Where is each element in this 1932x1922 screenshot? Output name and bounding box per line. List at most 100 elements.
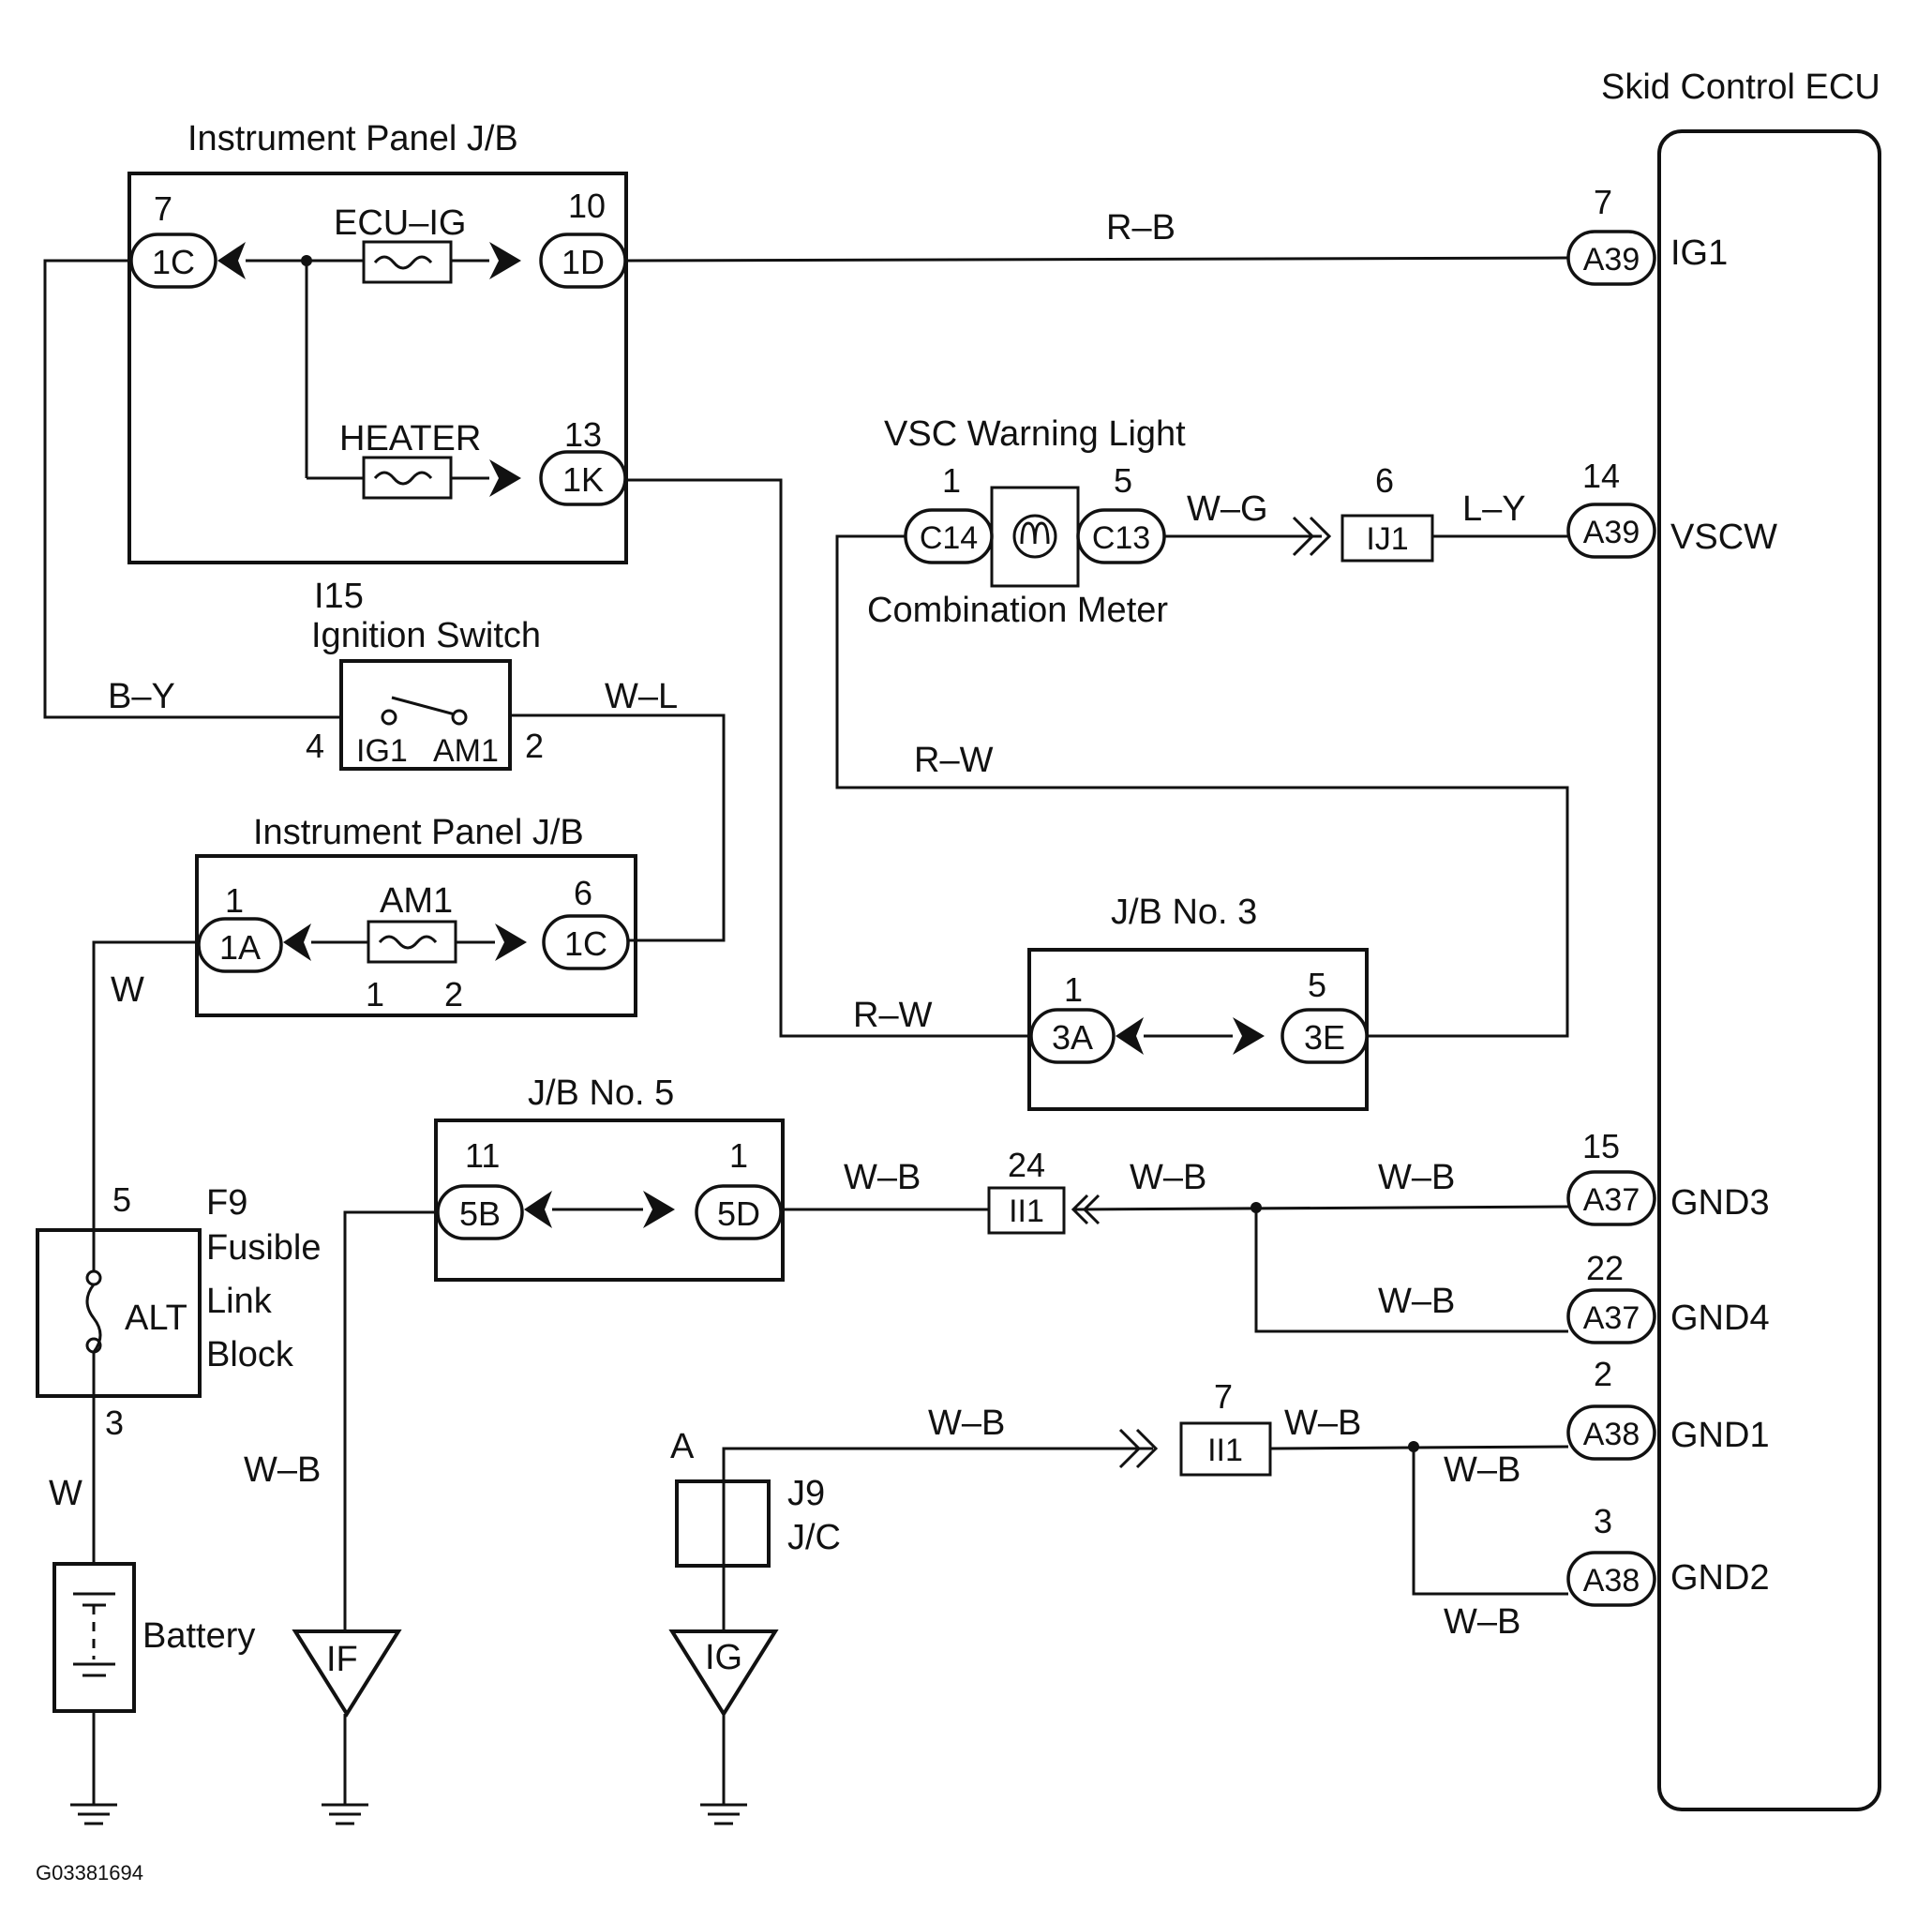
instrument-panel-jb-bottom: Instrument Panel J/B 1 1A AM1 1 2 6 1C [195, 813, 637, 1017]
ecu-terminal-gnd4: 22 A37 GND4 [1566, 1249, 1770, 1344]
junction-box-ii1 [987, 1186, 1066, 1235]
pin-number: 6 [574, 874, 592, 912]
connector-arrow [495, 923, 527, 961]
connector-code: 1A [219, 928, 261, 967]
junction-code: II1 [1207, 1433, 1243, 1468]
pin-number: 1 [1064, 970, 1083, 1009]
pin-number: 5 [1308, 966, 1326, 1004]
switch-label: Ignition Switch [311, 616, 541, 655]
pin-number: 7 [1214, 1377, 1233, 1416]
junction-ii1-lower: 7 II1 [1179, 1377, 1272, 1477]
ground-if: IF [292, 1629, 402, 1825]
pin-number: 6 [1375, 461, 1394, 500]
skid-control-ecu: Skid Control ECU [1601, 68, 1881, 1811]
terminal-name: GND3 [1670, 1183, 1770, 1223]
ecu-terminal-gnd3: 15 A37 GND3 [1566, 1127, 1770, 1226]
ground-triangle-if [292, 1629, 402, 1718]
connector-a37-gnd4 [1566, 1288, 1656, 1344]
fuse-label: ALT [125, 1299, 187, 1338]
ground-label: IF [326, 1640, 358, 1679]
switch-contact [451, 709, 468, 726]
connector-3e [1281, 1008, 1369, 1064]
wire-label-rb: R–B [1106, 208, 1176, 248]
jb-no5: J/B No. 5 11 5B 1 5D [434, 1074, 785, 1282]
connector-arrow [1116, 1017, 1144, 1055]
vsc-warning-light: VSC Warning Light 1 5 C14 C13 Combinatio… [867, 414, 1186, 630]
connector-code: A37 [1583, 1300, 1640, 1336]
fusible-link-label: Block [206, 1335, 294, 1374]
ip-jb-bottom-label: Instrument Panel J/B [253, 813, 584, 852]
figure-code: G03381694 [36, 1861, 143, 1884]
pin-number: 5 [1114, 461, 1132, 500]
connector-arrow [217, 242, 246, 279]
pin-number: 7 [1594, 183, 1612, 221]
pin-number: 15 [1582, 1127, 1620, 1165]
jc-id: J9 [787, 1474, 825, 1513]
wire-label-wb: W–B [1378, 1158, 1455, 1197]
pin-number: 1 [366, 975, 384, 1014]
switch-id: I15 [314, 577, 364, 616]
pin-number: 2 [1594, 1355, 1612, 1393]
connector-code: C13 [1092, 520, 1150, 556]
wire-label-by: B–Y [108, 677, 175, 716]
connector-code: C14 [920, 520, 978, 556]
fuse-label: AM1 [380, 881, 453, 921]
wire-label-rw: R–W [914, 741, 994, 780]
switch-terminal: IG1 [356, 733, 408, 769]
wire-label-w: W [49, 1474, 82, 1513]
jb-no3: J/B No. 3 1 3A 5 3E [1027, 893, 1369, 1111]
ecu-terminal-vscw: 14 A39 VSCW [1566, 457, 1777, 559]
pin-number: 1 [729, 1136, 748, 1175]
junction-box-ij1 [1340, 514, 1434, 563]
wire-label-w: W [111, 970, 144, 1010]
terminal-name: VSCW [1670, 518, 1777, 557]
pin-number: 4 [306, 727, 324, 765]
vsc-light-label: VSC Warning Light [884, 414, 1186, 454]
connector-code: 1K [562, 460, 604, 499]
connector-a38-gnd2 [1566, 1551, 1656, 1607]
terminal-name: GND1 [1670, 1416, 1770, 1455]
connector-code: 3E [1304, 1018, 1345, 1057]
connector-code: 1D [562, 243, 605, 281]
connector-arrow-open [1118, 1428, 1142, 1469]
connector-code: A39 [1583, 515, 1640, 550]
fusible-link-box [36, 1228, 202, 1398]
fuse-element [378, 935, 438, 950]
pin-number: 1 [942, 461, 961, 500]
connector-a37-gnd3 [1566, 1170, 1656, 1226]
connector-a38-gnd1 [1566, 1404, 1656, 1461]
connector-arrow [489, 242, 521, 279]
ecu-terminal-gnd2: 3 A38 GND2 [1566, 1502, 1770, 1607]
fusible-link-label: Link [206, 1282, 273, 1321]
pin-number: 11 [465, 1136, 500, 1175]
ground-triangle-ig [668, 1629, 779, 1718]
connector-arrow-open [1309, 516, 1332, 557]
terminal-name: GND2 [1670, 1558, 1770, 1598]
pin-number: 3 [1594, 1502, 1612, 1540]
connector-3a [1029, 1008, 1116, 1064]
junction-ij1: 6 IJ1 [1340, 461, 1434, 563]
pin-number: 24 [1008, 1146, 1045, 1184]
pin-number: 3 [105, 1404, 124, 1442]
ignition-switch: I15 Ignition Switch IG1 AM1 4 2 [306, 577, 544, 771]
ground-ig: IG [668, 1629, 779, 1825]
connector-code: 3A [1052, 1018, 1093, 1057]
ip-jb-bottom-box [195, 854, 637, 1017]
ip-jb-top-box [127, 172, 628, 564]
connector-1c-bottom [542, 914, 630, 970]
battery: Battery [52, 1562, 255, 1825]
switch-contact [381, 709, 397, 726]
ecu-terminal-ig1: 7 A39 IG1 [1566, 183, 1728, 286]
bulb-filament [1020, 521, 1050, 545]
instrument-panel-jb-top: Instrument Panel J/B 7 1C ECU–IG 10 1D H… [127, 119, 628, 564]
jc-terminal-label: A [670, 1427, 695, 1466]
pin-number: 1 [225, 881, 244, 920]
battery-box [52, 1562, 136, 1713]
bulb-icon [1012, 514, 1057, 559]
pin-number: 2 [525, 727, 544, 765]
wire-label-wb: W–B [928, 1404, 1005, 1443]
fuse-element [373, 471, 433, 486]
connector-5d [695, 1184, 783, 1240]
switch-terminal: AM1 [433, 733, 499, 769]
